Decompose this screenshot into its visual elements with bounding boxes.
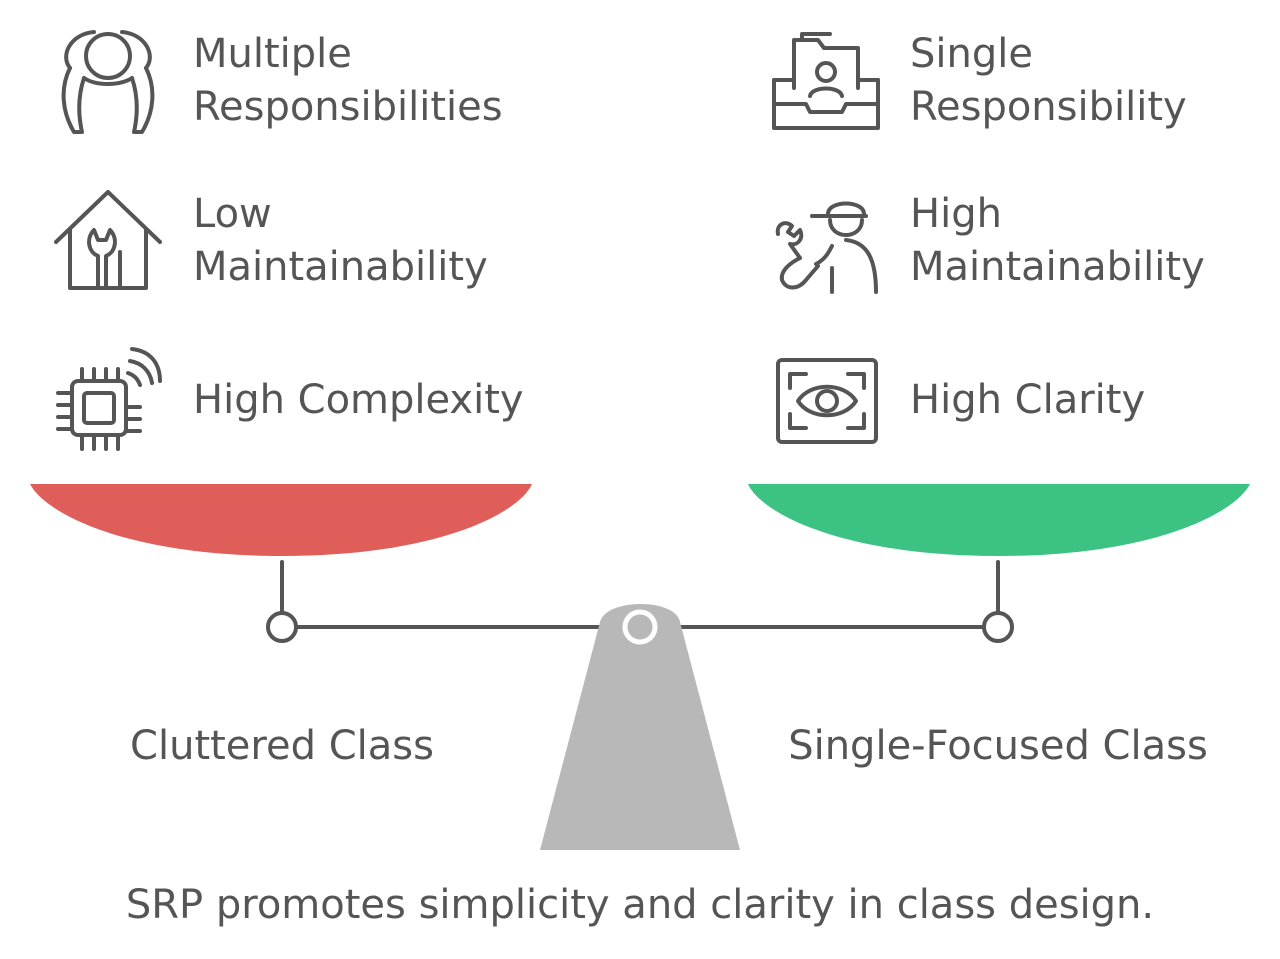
left-pan — [30, 484, 532, 556]
left-pivot — [266, 611, 298, 643]
high-maintainability-label: High Maintainability — [910, 191, 1205, 290]
center-pivot — [622, 609, 658, 645]
chip-signal-icon — [54, 345, 162, 455]
fulcrum — [540, 604, 740, 850]
eye-frame-icon — [776, 358, 878, 444]
high-clarity-label: High Clarity — [910, 377, 1146, 423]
person-headset-icon — [56, 28, 160, 136]
profile-tray-icon — [772, 32, 880, 132]
cluttered-class-label: Cluttered Class — [130, 723, 434, 769]
high-complexity-label: High Complexity — [193, 377, 524, 423]
house-wrench-icon — [54, 190, 162, 292]
worker-wrench-icon — [772, 188, 880, 294]
multiple-responsibilities-label: Multiple Responsibilities — [193, 31, 503, 130]
caption: SRP promotes simplicity and clarity in c… — [125, 882, 1155, 928]
single-focused-class-label: Single-Focused Class — [788, 723, 1208, 769]
right-pan — [748, 484, 1250, 556]
low-maintainability-label: Low Maintainability — [193, 191, 488, 290]
right-pivot — [982, 611, 1014, 643]
single-responsibility-label: Single Responsibility — [910, 31, 1187, 130]
